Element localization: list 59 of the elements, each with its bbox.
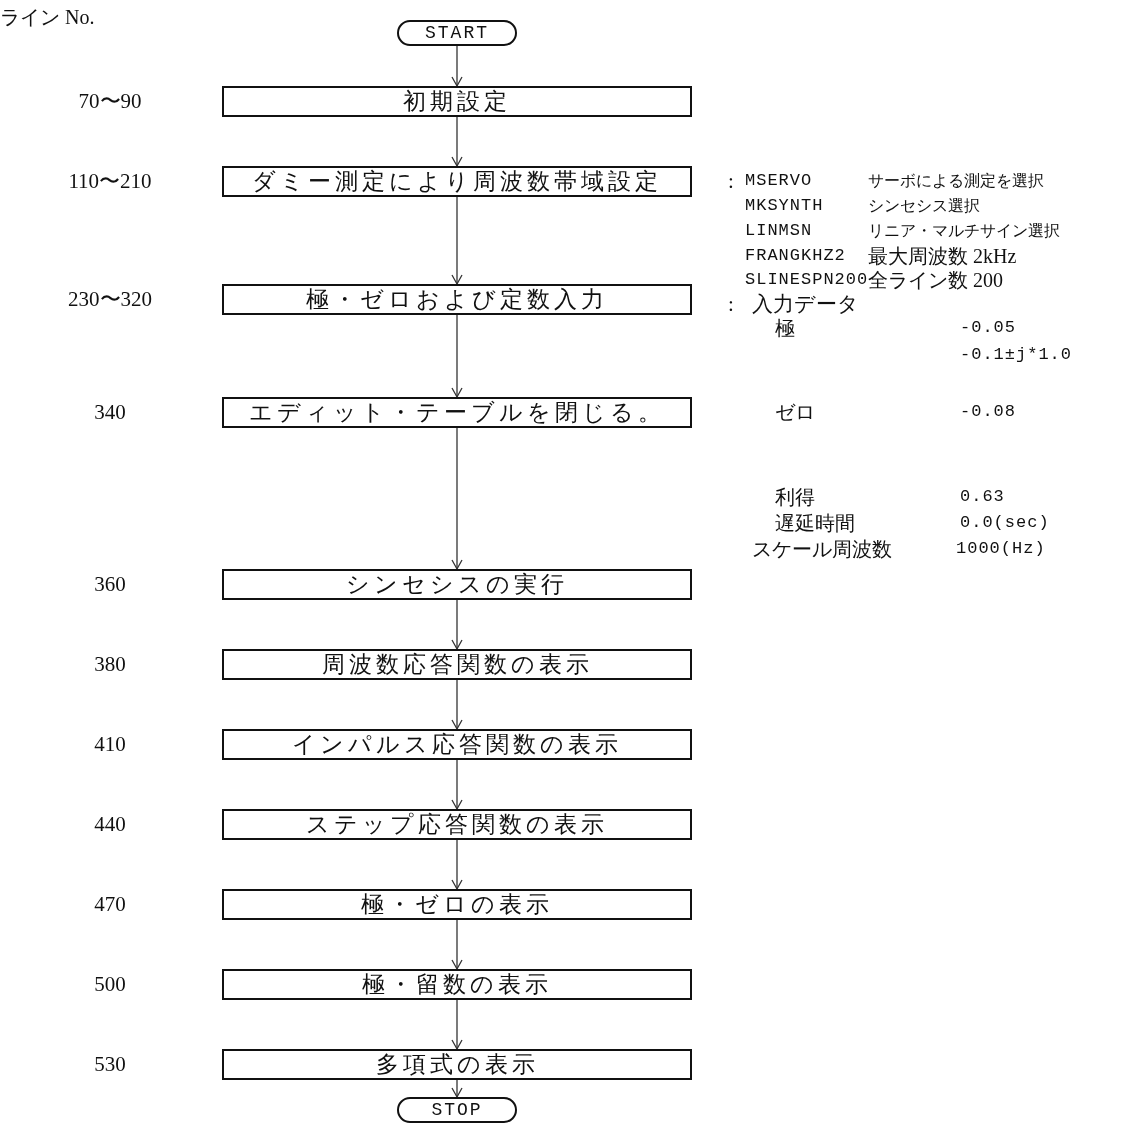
arrow <box>451 759 463 810</box>
data-name-text: スケール周波数 <box>752 538 892 560</box>
data-heading: 入力データ <box>752 293 859 315</box>
arrow <box>451 196 463 285</box>
process-box: エディット・テーブルを閉じる。 <box>222 397 692 428</box>
colon: : <box>728 170 734 192</box>
line-number: 530 <box>93 1053 127 1075</box>
data-name-text: 遅延時間 <box>775 512 855 534</box>
arrow <box>451 427 463 570</box>
arrow <box>451 1079 463 1098</box>
process-box: 極・留数の表示 <box>222 969 692 1000</box>
data-value: 1000(Hz) <box>956 538 1046 560</box>
parameter-code: MSERVO <box>745 170 813 192</box>
line-number: 340 <box>93 401 127 423</box>
process-box: 極・ゼロの表示 <box>222 889 692 920</box>
data-value: 0.0(sec) <box>960 512 1050 534</box>
process-box: ダミー測定により周波数帯域設定 <box>222 166 692 197</box>
data-value: -0.1±j*1.0 <box>960 344 1073 366</box>
arrow <box>451 679 463 730</box>
arrow <box>451 45 463 87</box>
data-value: -0.05 <box>960 317 1016 339</box>
data-name-text: 利得 <box>775 486 815 508</box>
process-box: 多項式の表示 <box>222 1049 692 1080</box>
data-value: 0.63 <box>960 486 1005 508</box>
parameter-description: リニア・マルチサイン選択 <box>868 221 1060 241</box>
parameter-code: SLINESPN200 <box>745 269 869 291</box>
arrow <box>451 839 463 890</box>
process-box: 初期設定 <box>222 86 692 117</box>
line-number: 230〜320 <box>67 288 153 310</box>
line-number: 110〜210 <box>67 170 153 192</box>
line-number: 380 <box>93 653 127 675</box>
process-box: インパルス応答関数の表示 <box>222 729 692 760</box>
line-number: 360 <box>93 573 127 595</box>
line-number: 410 <box>93 733 127 755</box>
parameter-description: シンセシス選択 <box>868 196 980 216</box>
parameter-description: 最大周波数 2kHz <box>868 245 1017 267</box>
data-value: -0.08 <box>960 401 1016 423</box>
column-heading: ライン No. <box>0 6 95 28</box>
parameter-code: LINMSN <box>745 220 813 242</box>
process-box: 極・ゼロおよび定数入力 <box>222 284 692 315</box>
parameter-description: 全ライン数 200 <box>868 269 1003 291</box>
arrow <box>451 116 463 167</box>
line-number: 470 <box>93 893 127 915</box>
arrow <box>451 599 463 650</box>
line-number: 70〜90 <box>77 90 143 112</box>
arrow <box>451 919 463 970</box>
line-number: 440 <box>93 813 127 835</box>
arrow <box>451 314 463 398</box>
arrow <box>451 999 463 1050</box>
data-name-text: 極 <box>775 317 795 339</box>
parameter-code: MKSYNTH <box>745 195 824 217</box>
process-box: 周波数応答関数の表示 <box>222 649 692 680</box>
process-box: シンセシスの実行 <box>222 569 692 600</box>
line-number: 500 <box>93 973 127 995</box>
colon: : <box>728 293 734 315</box>
process-box: ステップ応答関数の表示 <box>222 809 692 840</box>
parameter-description: サーボによる測定を選択 <box>868 171 1044 191</box>
data-name-text: ゼロ <box>775 401 815 423</box>
parameter-code: FRANGKHZ2 <box>745 245 846 267</box>
